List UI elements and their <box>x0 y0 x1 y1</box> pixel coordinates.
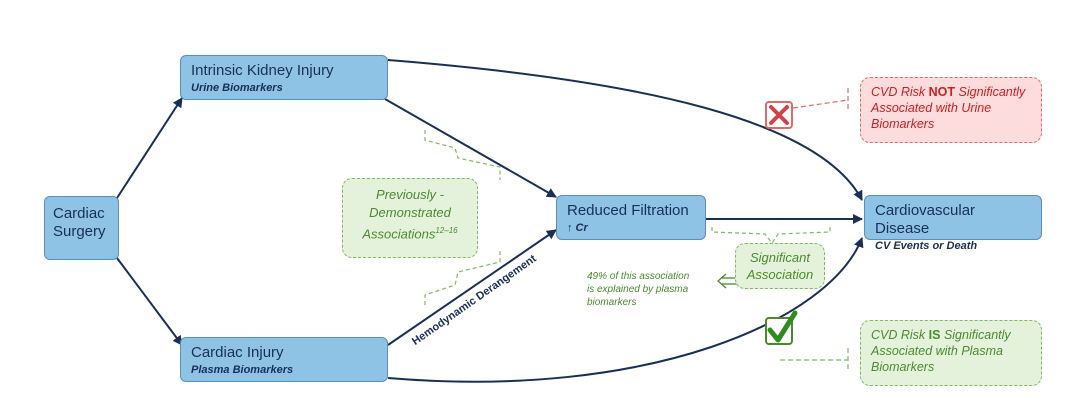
note-emphasis: IS <box>928 328 941 342</box>
note-line: Demonstrated <box>369 205 451 220</box>
leader-green <box>780 348 849 372</box>
node-title: Reduced Filtration <box>567 202 689 219</box>
node-label-line: Cardiac <box>53 205 105 222</box>
node-kidney-injury: Intrinsic Kidney Injury Urine Biomarkers <box>180 55 388 100</box>
note-line: Significant <box>750 250 810 265</box>
note-urine-not-associated: CVD Risk NOT Significantly Associated wi… <box>860 77 1042 143</box>
text-line: biomarkers <box>587 297 637 308</box>
cross-icon <box>765 101 793 129</box>
note-line-with-refs: Associations12–16 <box>349 222 471 243</box>
arrow-kidney-to-cvd <box>387 59 863 201</box>
note-text: Significantly Associated with Plasma Bio… <box>871 328 1011 374</box>
brace-lower <box>424 250 501 305</box>
text-line: is explained by plasma <box>587 284 689 295</box>
note-significant-association: Significant Association <box>735 243 825 289</box>
node-label-line: Surgery <box>53 223 106 240</box>
node-cardiovascular-disease: Cardiovascular Disease CV Events or Deat… <box>864 195 1042 252</box>
explained-text: 49% of this association is explained by … <box>587 270 717 309</box>
node-cardiac-surgery: Cardiac Surgery <box>44 196 119 260</box>
node-subtitle: Urine Biomarkers <box>191 82 283 94</box>
arrow-surgery-to-cardiac <box>116 257 183 346</box>
arrow-cardiac-to-cvd <box>387 237 864 383</box>
node-cardiac-injury: Cardiac Injury Plasma Biomarkers <box>180 337 388 382</box>
check-icon <box>765 310 798 345</box>
arrow-kidney-to-filtration <box>384 98 557 198</box>
note-text: CVD Risk <box>871 328 929 342</box>
note-previously-demonstrated: Previously - Demonstrated Associations12… <box>342 178 478 258</box>
text-line: 49% of this association <box>587 271 690 282</box>
note-emphasis: NOT <box>928 85 956 99</box>
node-title: Intrinsic Kidney Injury <box>191 62 334 79</box>
node-subtitle: ↑ Cr <box>567 222 588 234</box>
node-subtitle: CV Events or Death <box>875 240 978 252</box>
node-reduced-filtration: Reduced Filtration ↑ Cr <box>556 195 706 240</box>
leader-red <box>792 88 849 112</box>
note-text: CVD Risk <box>871 85 929 99</box>
arrow-surgery-to-kidney <box>116 97 183 199</box>
arrow-cardiac-to-filtration <box>387 229 557 346</box>
node-subtitle: Plasma Biomarkers <box>191 364 294 376</box>
note-line: Association <box>746 267 814 282</box>
citation-refs: 12–16 <box>435 226 458 235</box>
note-text: Associations <box>362 226 436 242</box>
node-title: Cardiovascular Disease <box>875 202 976 237</box>
note-line: Previously - <box>376 187 444 202</box>
node-title: Cardiac Injury <box>191 344 284 361</box>
note-plasma-associated: CVD Risk IS Significantly Associated wit… <box>860 320 1042 386</box>
brace-upper <box>424 130 501 180</box>
brace-middle <box>711 227 831 245</box>
note-text: Significantly Associated with Urine Biom… <box>871 85 1026 131</box>
